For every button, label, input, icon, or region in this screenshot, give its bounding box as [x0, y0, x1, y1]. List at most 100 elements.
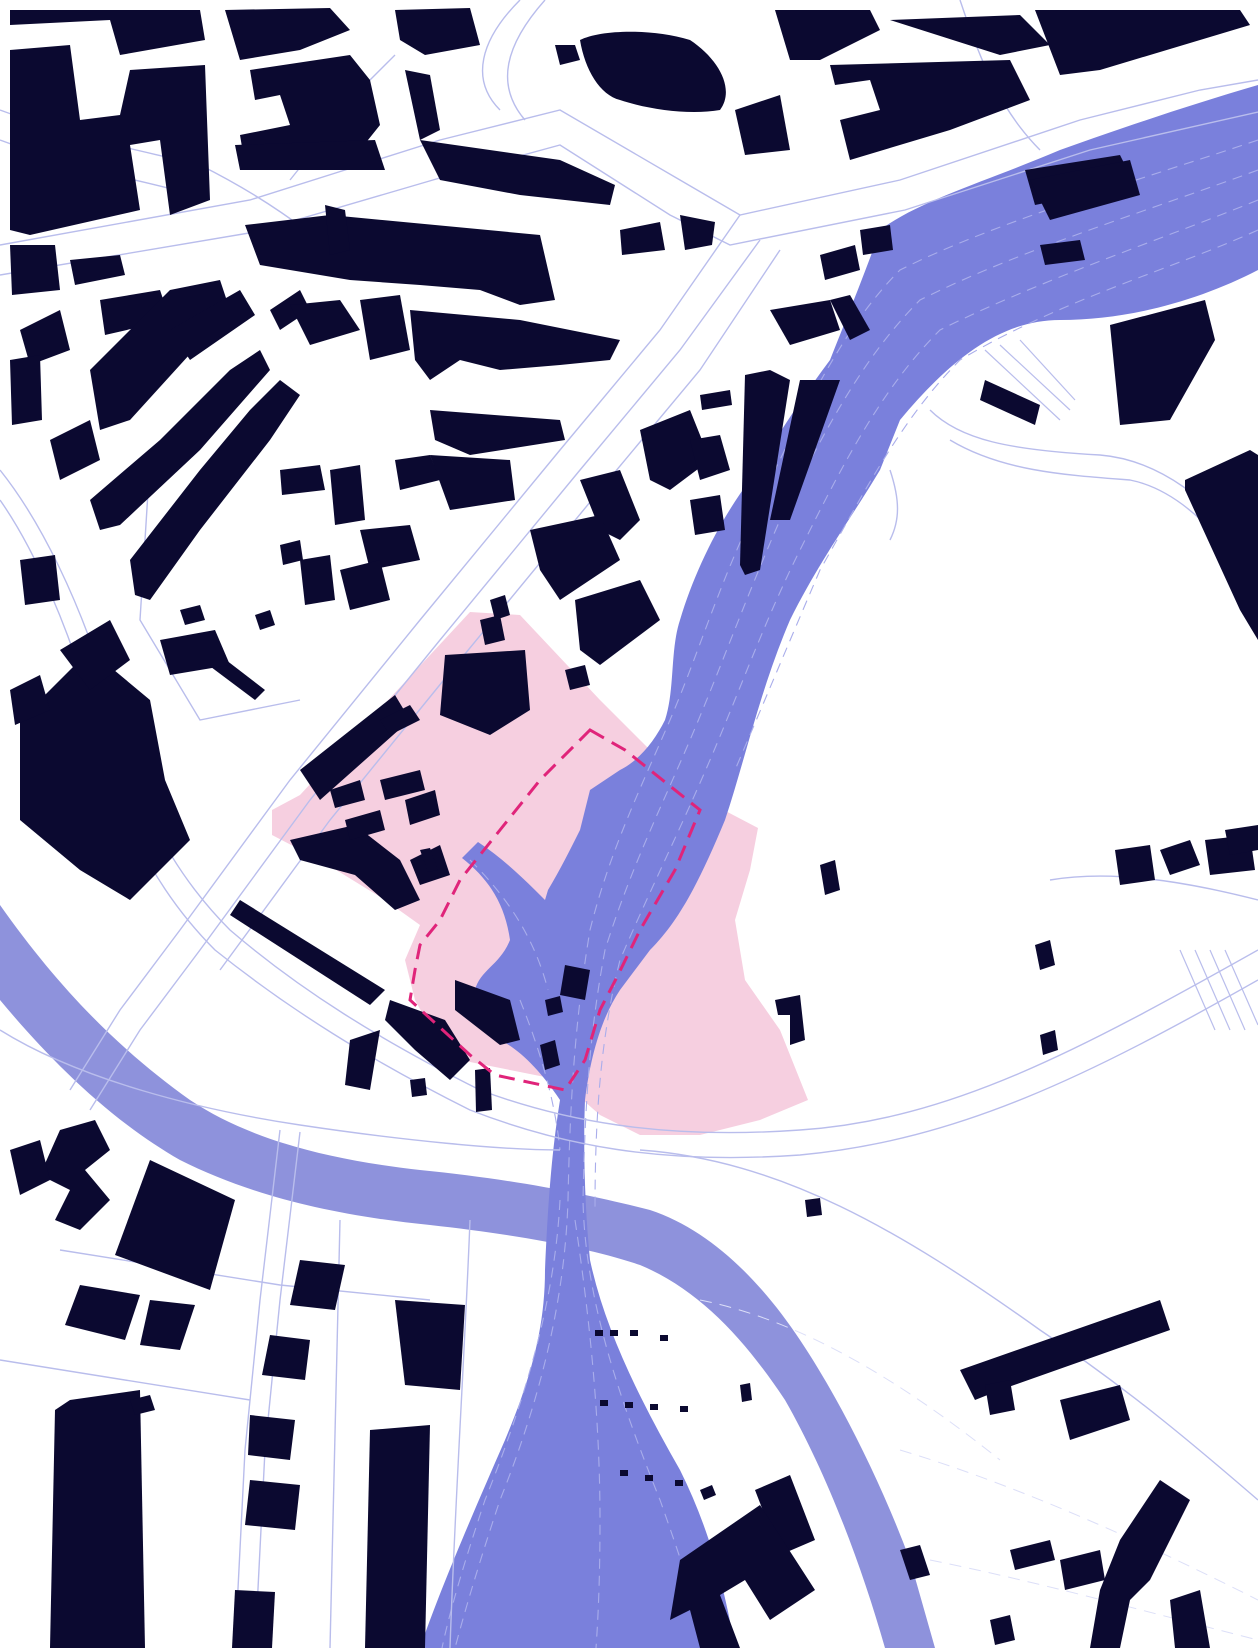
building	[820, 245, 860, 280]
site-area-north	[272, 612, 808, 1135]
building	[235, 140, 385, 170]
building	[230, 900, 385, 1005]
building	[232, 1590, 275, 1648]
street	[639, 1149, 1258, 1501]
building	[660, 1335, 668, 1341]
building	[1090, 1480, 1190, 1648]
street	[449, 1219, 471, 1648]
street	[984, 349, 1061, 421]
building	[805, 1198, 822, 1217]
building	[740, 1383, 752, 1402]
building	[245, 215, 555, 305]
building	[900, 1545, 930, 1580]
building	[430, 455, 515, 510]
building	[555, 45, 580, 65]
building	[670, 1505, 815, 1648]
building	[395, 8, 480, 55]
building	[380, 705, 420, 735]
building	[700, 1485, 716, 1500]
building	[580, 470, 640, 540]
building	[90, 350, 270, 530]
building	[990, 1615, 1015, 1645]
building	[1035, 940, 1055, 970]
building	[775, 995, 805, 1045]
site-area-layer	[272, 612, 808, 1135]
building	[290, 300, 360, 345]
building	[640, 410, 710, 490]
building	[280, 540, 303, 565]
building	[530, 515, 620, 600]
street	[481, 0, 521, 111]
building	[770, 380, 840, 520]
railway-track	[929, 1559, 1258, 1641]
building	[860, 225, 893, 255]
building	[755, 1475, 815, 1555]
site-boundary-layer	[408, 728, 702, 1092]
building	[735, 95, 790, 155]
building	[290, 1260, 345, 1310]
building	[475, 1068, 492, 1112]
building	[540, 1040, 560, 1070]
building	[600, 1400, 608, 1406]
building	[1115, 845, 1155, 885]
building	[360, 295, 410, 360]
building	[740, 370, 790, 575]
street	[0, 1029, 561, 1151]
street	[889, 469, 899, 541]
building	[20, 310, 70, 365]
building	[480, 615, 505, 645]
street	[1019, 339, 1076, 401]
building	[645, 1475, 653, 1481]
building	[620, 1470, 628, 1476]
building	[890, 15, 1050, 55]
building	[340, 560, 390, 610]
building	[10, 45, 210, 235]
building	[595, 1330, 603, 1336]
street	[69, 214, 741, 1091]
buildings-layer	[10, 8, 1258, 1648]
building	[330, 465, 365, 525]
building	[10, 1140, 50, 1195]
building	[680, 1406, 688, 1412]
building	[410, 1078, 427, 1097]
building	[1170, 1590, 1210, 1648]
building	[245, 1480, 300, 1530]
building	[345, 1030, 380, 1090]
building	[50, 420, 100, 480]
building	[170, 290, 255, 360]
building	[255, 610, 275, 630]
street	[1194, 949, 1231, 1031]
building	[262, 1335, 310, 1380]
building	[650, 1404, 658, 1410]
building	[1185, 450, 1258, 640]
railway-track	[699, 1299, 1001, 1461]
building	[180, 605, 205, 625]
building	[1040, 1030, 1058, 1055]
building	[1035, 10, 1250, 75]
building	[620, 222, 665, 255]
building	[560, 965, 590, 1000]
building	[10, 675, 50, 725]
building	[395, 455, 440, 490]
street	[506, 0, 546, 121]
building	[575, 580, 660, 665]
building	[630, 1330, 638, 1336]
building	[115, 1160, 235, 1290]
building	[1160, 840, 1200, 875]
building	[140, 1300, 195, 1350]
building	[820, 860, 840, 895]
building	[680, 215, 715, 250]
building	[50, 1390, 145, 1648]
building	[20, 555, 60, 605]
building	[565, 665, 590, 690]
building	[65, 1285, 140, 1340]
building	[380, 770, 425, 800]
building	[420, 848, 438, 872]
railway-track	[441, 1199, 561, 1648]
building	[405, 790, 440, 825]
railway-track	[469, 859, 549, 991]
street	[1209, 949, 1246, 1031]
building	[60, 620, 130, 690]
building	[410, 310, 620, 380]
building	[1060, 1550, 1105, 1590]
